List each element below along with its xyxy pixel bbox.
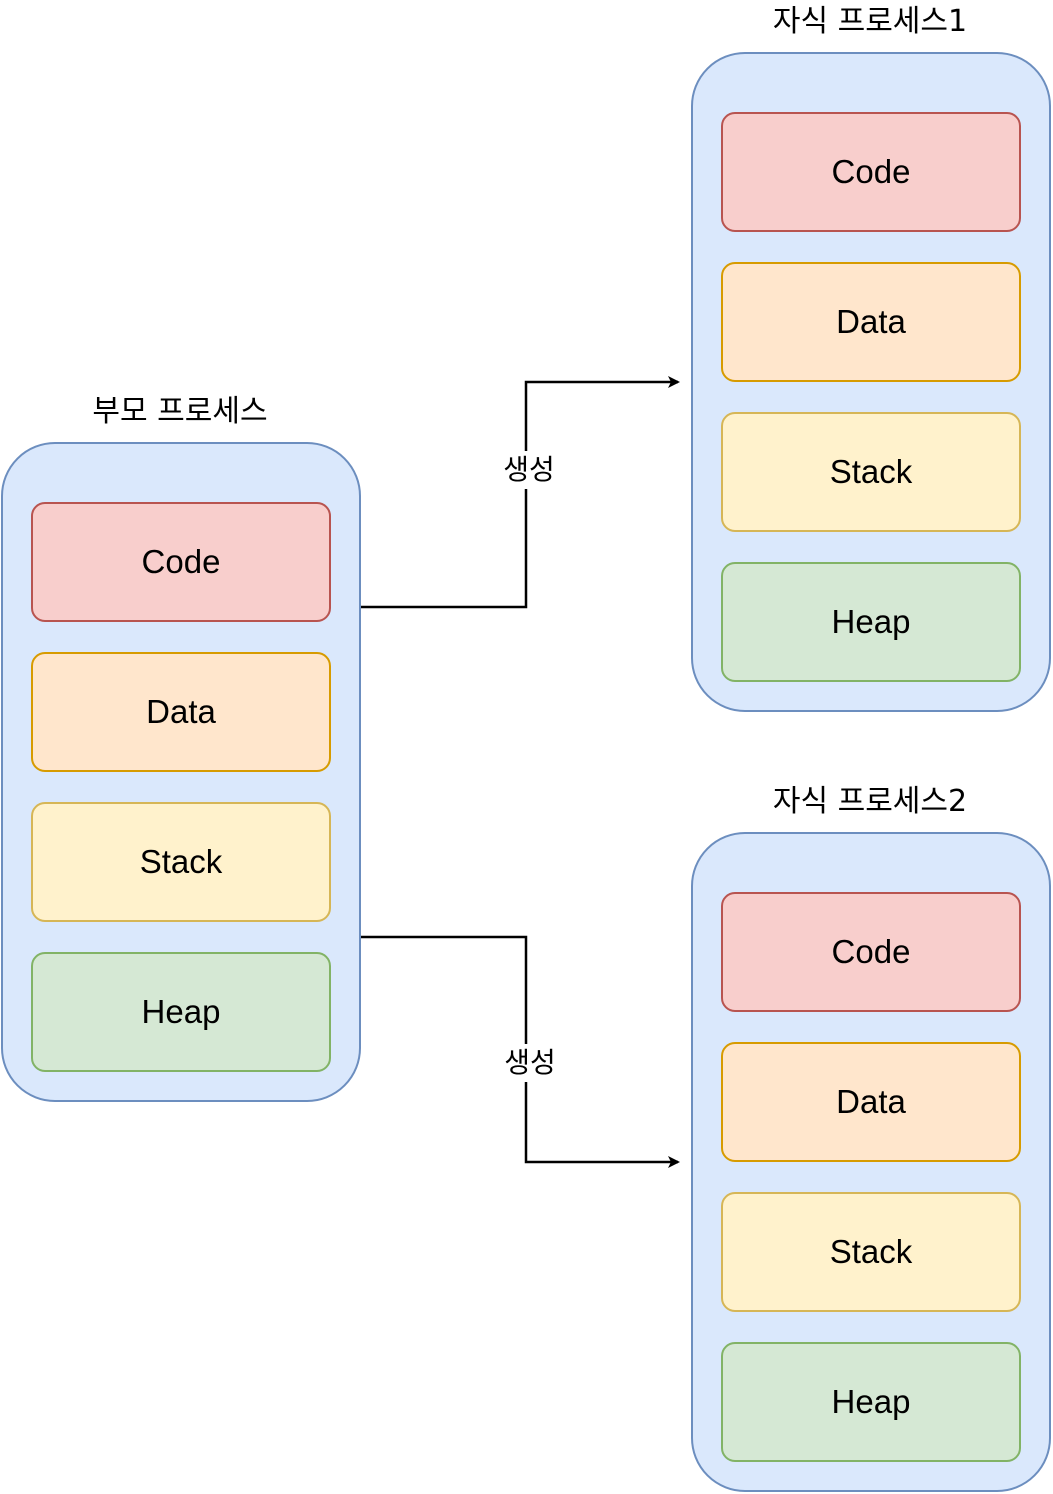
parent-data-segment: Data xyxy=(31,652,331,772)
child1-data-segment: Data xyxy=(721,262,1021,382)
child2-heap-segment: Heap xyxy=(721,1342,1021,1462)
child1-stack-segment: Stack xyxy=(721,412,1021,532)
edge-parent-to-child1 xyxy=(361,376,680,609)
child2-data-segment: Data xyxy=(721,1042,1021,1162)
child2-process-box: Code Data Stack Heap xyxy=(691,832,1051,1492)
child1-heap-segment: Heap xyxy=(721,562,1021,682)
child1-process-box: Code Data Stack Heap xyxy=(691,52,1051,712)
edge-label-create-1: 생성 xyxy=(497,451,561,489)
edge-label-create-2: 생성 xyxy=(498,1044,562,1082)
parent-process-box: Code Data Stack Heap xyxy=(1,442,361,1102)
child2-stack-segment: Stack xyxy=(721,1192,1021,1312)
parent-code-segment: Code xyxy=(31,502,331,622)
parent-process-title: 부모 프로세스 xyxy=(92,394,268,429)
parent-heap-segment: Heap xyxy=(31,952,331,1072)
parent-stack-segment: Stack xyxy=(31,802,331,922)
child1-process-title: 자식 프로세스1 xyxy=(772,4,968,39)
child2-code-segment: Code xyxy=(721,892,1021,1012)
child1-code-segment: Code xyxy=(721,112,1021,232)
child2-process-title: 자식 프로세스2 xyxy=(772,784,968,819)
